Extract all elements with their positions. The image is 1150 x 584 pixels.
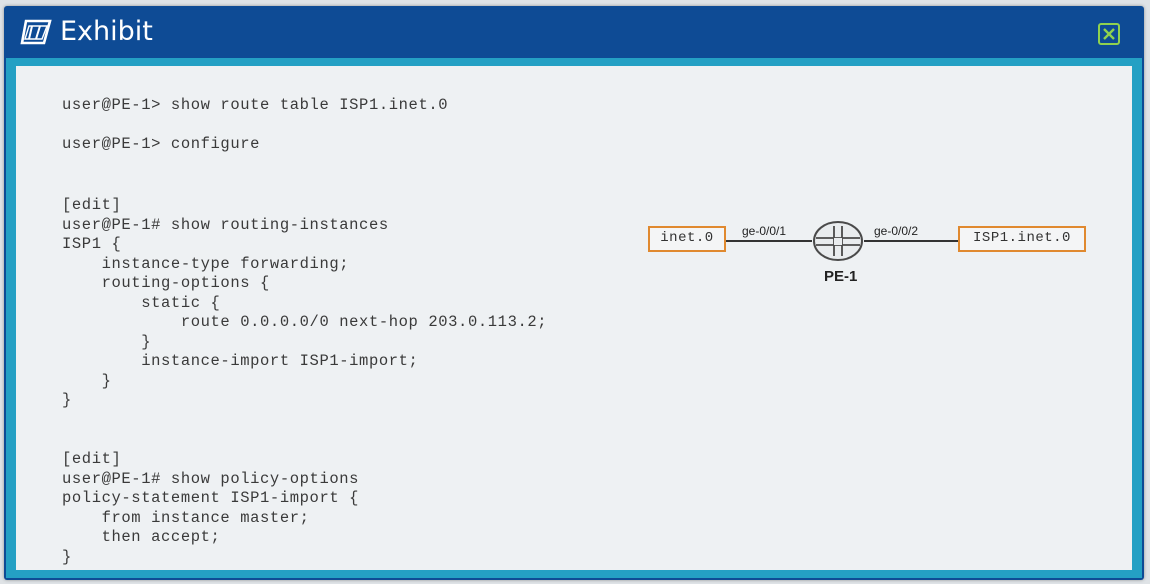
interface-label-left: ge-0/0/1 [742,224,787,238]
router-icon [813,221,863,261]
cli-line: static { [62,293,221,312]
inet0-table-label: inet.0 [660,230,714,246]
cli-line: } [62,391,72,409]
cli-line: from instance master; [62,508,310,527]
cli-output-route-table: user@PE-1> show route table ISP1.inet.0 … [62,96,448,155]
cli-line: user@PE-1> show route table ISP1.inet.0 [62,96,449,114]
cli-line: policy-statement ISP1-import { [62,489,360,507]
cli-line: route 0.0.0.0/0 next-hop 203.0.113.2; [62,313,548,331]
inet0-table-box: inet.0 [648,226,726,252]
interface-label-right: ge-0/0/2 [874,224,919,238]
cli-line: instance-type forwarding; [62,254,350,273]
cli-line: user@PE-1# show routing-instances [62,215,389,234]
cli-line: routing-options { [62,274,270,292]
isp1-inet0-table-label: ISP1.inet.0 [973,230,1071,246]
isp1-inet0-table-box: ISP1.inet.0 [958,226,1086,252]
cli-line: [edit] [62,450,122,468]
cli-line: user@PE-1> configure [62,135,261,153]
cli-line: ISP1 { [62,235,122,253]
close-button[interactable] [1098,23,1120,45]
exhibit-window: Exhibit user@PE-1> show route table ISP1… [4,6,1144,580]
window-title: Exhibit [60,16,153,47]
cli-line: then accept; [62,528,221,546]
cli-line [62,116,448,136]
link-ge-0-0-1 [726,240,812,242]
close-icon [1103,28,1115,40]
cli-line: } [62,371,112,390]
router-label: PE-1 [824,268,858,285]
content-frame: user@PE-1> show route table ISP1.inet.0 … [6,58,1142,578]
cli-line: user@PE-1# show policy-options [62,469,360,488]
exhibit-icon [20,19,52,45]
link-ge-0-0-2 [864,240,958,242]
cli-line: } [62,547,72,566]
network-diagram: inet.0 ge-0/0/1 PE-1 ge-0/0/2 ISP1.inet.… [646,216,1086,296]
exhibit-content: user@PE-1> show route table ISP1.inet.0 … [16,66,1132,570]
title-bar: Exhibit [4,6,1144,58]
cli-line: [edit] [62,196,122,214]
cli-line: instance-import ISP1-import; [62,352,419,370]
cli-line: } [62,332,152,351]
